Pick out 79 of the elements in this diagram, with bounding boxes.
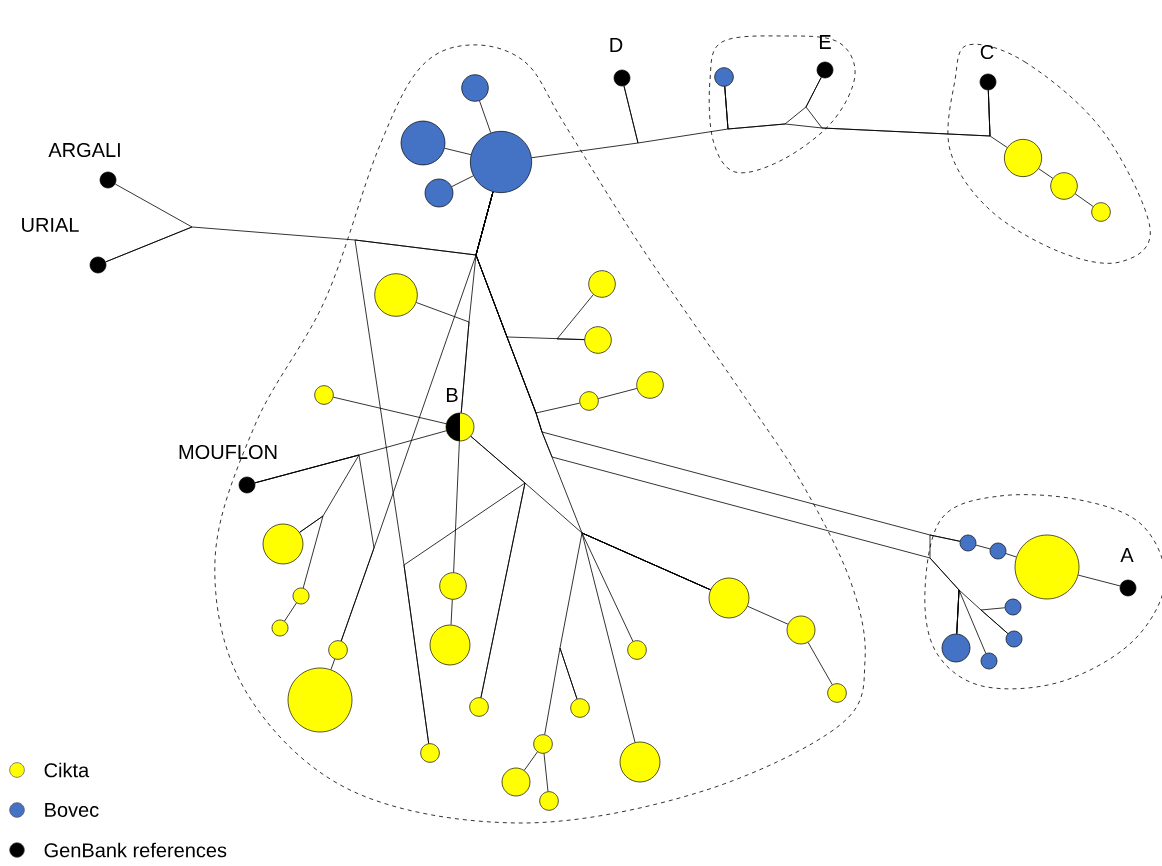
haplotype-circle <box>424 178 454 208</box>
node-label: B <box>446 388 458 402</box>
node-label: D <box>610 38 623 52</box>
haplotype-circle <box>461 74 489 102</box>
network-line <box>299 515 324 589</box>
node-label: E <box>819 35 831 49</box>
network-line <box>330 658 336 670</box>
haplotype-circle <box>714 67 734 87</box>
node-label: A <box>1120 548 1134 562</box>
haplotype-circle <box>292 587 310 605</box>
network-line <box>451 175 474 187</box>
haplotype-circle <box>579 391 599 411</box>
haplotype-circle <box>959 534 977 552</box>
haplotype-circle <box>1004 139 1042 177</box>
haplotype-circle <box>271 619 289 637</box>
network-line <box>403 482 526 744</box>
network-line <box>523 751 538 771</box>
haplotype-circle <box>786 615 816 645</box>
network-line <box>623 85 729 144</box>
network-line <box>544 647 578 735</box>
haplotype-circle <box>439 572 467 600</box>
haplotype-circle <box>262 523 304 565</box>
haplotype-circle <box>570 698 590 718</box>
network-line <box>556 294 594 341</box>
legend-label: Cikta <box>44 762 90 778</box>
network-line <box>254 454 375 642</box>
network-line <box>980 607 1009 634</box>
haplotype-circle <box>588 270 616 298</box>
network-line <box>450 599 453 626</box>
node-label: C <box>980 44 994 60</box>
network-line <box>479 100 492 134</box>
network-line <box>807 642 833 685</box>
haplotype-circle <box>328 640 348 660</box>
node-label: URIAL <box>22 218 79 232</box>
haplotype-circle <box>1004 598 1022 616</box>
network-line <box>724 86 991 137</box>
legend-label: Bovec <box>45 803 99 817</box>
node-label: MOUFLON <box>179 444 277 460</box>
network-line <box>453 440 460 573</box>
network-line <box>1074 193 1094 207</box>
haplotype-circle <box>1091 202 1111 222</box>
haplotype-circle <box>470 131 532 193</box>
haplotype-circle <box>1005 630 1023 648</box>
haplotype-circle <box>636 371 664 399</box>
network-line <box>1038 168 1054 179</box>
haplotype-circle <box>1014 534 1080 600</box>
node-label: ARGALI <box>48 142 120 158</box>
haplotype-circle <box>827 683 847 703</box>
haplotype-circle <box>539 791 559 811</box>
legend-label: GenBank references <box>44 842 227 858</box>
haplotype-circle <box>584 326 612 354</box>
haplotype-circle <box>980 652 998 670</box>
haplotype-circle <box>429 624 471 666</box>
network-line <box>1005 553 1017 558</box>
network-line <box>956 589 987 654</box>
haplotype-circle <box>989 542 1007 560</box>
network-line <box>333 396 447 425</box>
haplotype-circle <box>619 741 661 783</box>
haplotype-circle <box>420 743 440 763</box>
haplotype-circle <box>314 385 334 405</box>
network-line <box>1077 574 1121 587</box>
network-line <box>284 602 297 622</box>
network-line <box>444 147 472 156</box>
network-line <box>543 753 549 792</box>
haplotype-circle <box>400 120 446 166</box>
network-line <box>987 89 1008 148</box>
network-line <box>747 605 789 625</box>
haplotype-circle <box>374 273 418 317</box>
haplotype-circle <box>533 734 553 754</box>
haplotype-circle <box>469 697 489 717</box>
haplotype-circle <box>1050 172 1078 200</box>
haplotype-circle <box>287 667 353 733</box>
haplotype-circle <box>627 640 647 660</box>
network-line <box>415 302 470 414</box>
haplotype-circle <box>941 633 971 663</box>
network-line <box>975 544 991 550</box>
haplotype-circle <box>708 577 750 619</box>
network-line <box>597 388 638 399</box>
haplotype-circle <box>501 767 531 797</box>
